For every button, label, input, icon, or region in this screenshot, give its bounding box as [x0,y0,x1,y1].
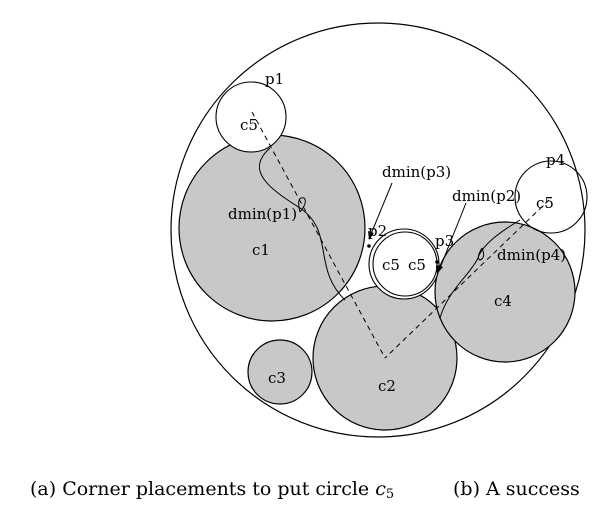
circle-c1 [178,134,366,322]
label-dmin-p3: dmin(p3) [382,163,451,181]
circle-c4 [434,221,576,363]
label-p3: p3 [435,232,454,250]
caption-a: (a) Corner placements to put circle c5 [30,478,394,502]
dashed-line-p1 [251,111,386,359]
dmin-loop-p1 [298,197,306,213]
caption-a-subscript: 5 [385,487,395,502]
candidate-circle-p2 [368,228,440,300]
caption-b-text: (b) A success [453,478,580,500]
label-c1: c1 [252,241,270,259]
arrow-dmin-p3 [370,182,393,235]
arrowhead-dmin-p3 [368,231,374,240]
label-p1: p1 [265,70,284,88]
label-dmin-p1: dmin(p1) [228,205,297,223]
label-dmin-p4: dmin(p4) [497,246,566,264]
circle-c3 [247,339,313,405]
caption-b: (b) A success [453,478,596,500]
label-c5-p3: c5 [408,256,426,274]
caption-a-symbol: c [375,478,386,500]
label-c4: c4 [494,292,512,310]
caption-a-text: (a) Corner placements to put circle [30,478,376,500]
candidate-circle-p1 [215,81,287,153]
dashed-line-p4 [384,199,550,359]
arrow-dmin-p2 [439,202,467,269]
label-c3: c3 [268,369,286,387]
candidate-circle-p4 [514,160,588,234]
label-dmin-p2: dmin(p2) [452,187,521,205]
candidate-circle-p3 [372,231,438,297]
marker-p3 [435,260,439,264]
label-p4: p4 [546,151,565,169]
container-circle [170,22,586,438]
label-c5-p4: c5 [536,194,554,212]
label-c2: c2 [378,377,396,395]
dmin-curve-p1 [258,147,346,301]
arrowhead-dmin-p2 [436,265,443,274]
label-c5-p2: c5 [382,256,400,274]
label-c5-p1: c5 [240,116,258,134]
label-p2: p2 [368,222,387,240]
marker-p2 [367,244,371,248]
dmin-loop-p4 [477,247,485,261]
